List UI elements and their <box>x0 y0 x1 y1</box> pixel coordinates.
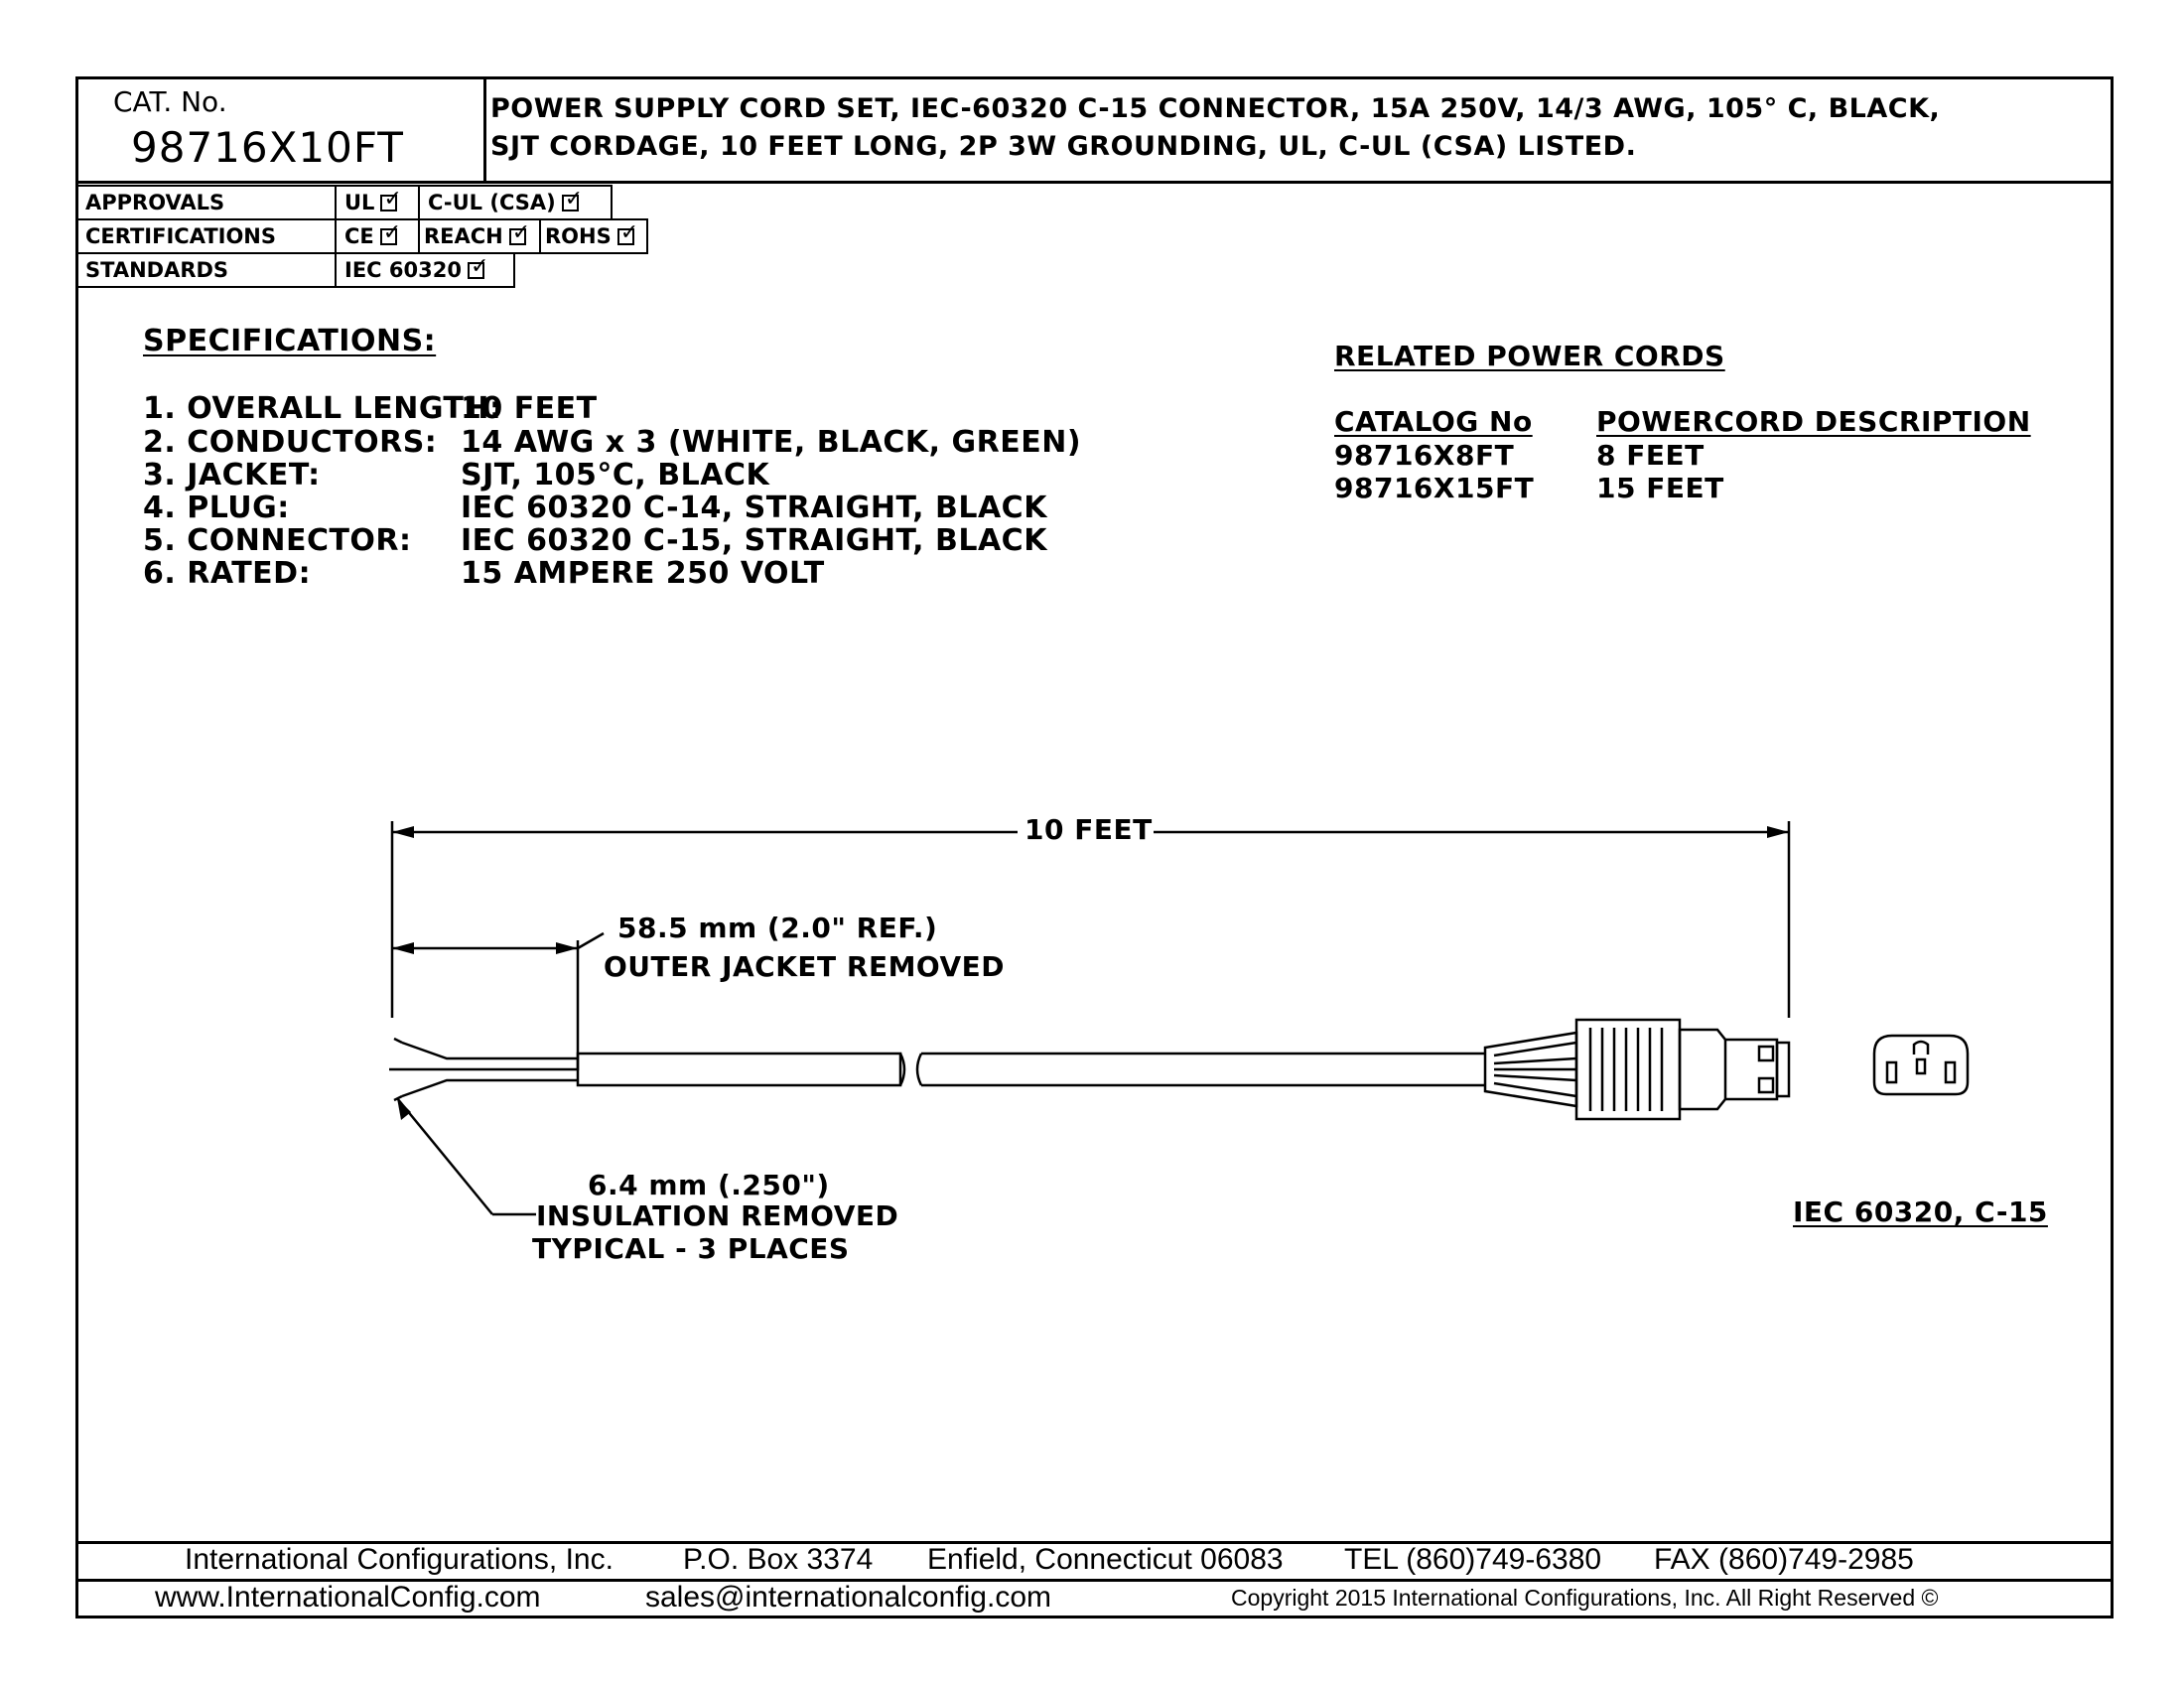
specifications-title: SPECIFICATIONS: <box>143 324 437 358</box>
spec-label: 3. JACKET: <box>143 458 321 492</box>
title-block-separator <box>483 76 486 182</box>
spec-value: 14 AWG x 3 (WHITE, BLACK, GREEN) <box>461 425 1082 460</box>
spec-label: 4. PLUG: <box>143 491 290 525</box>
leader-line-insulation <box>396 1097 493 1215</box>
jacket-removed-dimension: 58.5 mm (2.0" REF.) <box>617 912 938 944</box>
related-col-catalog: CATALOG No <box>1334 405 1533 438</box>
connector-grip <box>1574 1018 1682 1121</box>
cable-break <box>898 1053 906 1086</box>
jacket-removed-note: OUTER JACKET REMOVED <box>604 950 1006 983</box>
description-line-1: POWER SUPPLY CORD SET, IEC-60320 C-15 CO… <box>490 93 1941 124</box>
insulation-removed-dimension: 6.4 mm (.250") <box>588 1169 830 1201</box>
spec-value: IEC 60320 C-14, STRAIGHT, BLACK <box>461 491 1047 525</box>
arrowhead <box>392 826 414 838</box>
cat-label: CAT. No. <box>113 85 227 118</box>
cable-break <box>915 1053 923 1086</box>
arrowhead <box>397 1098 411 1120</box>
description-line-2: SJT CORDAGE, 10 FEET LONG, 2P 3W GROUNDI… <box>490 131 1637 162</box>
related-catalog: 98716X15FT <box>1334 472 1535 504</box>
arrowhead <box>1767 826 1789 838</box>
related-catalog: 98716X8FT <box>1334 439 1515 472</box>
connector-face <box>1775 1041 1791 1098</box>
related-col-description: POWERCORD DESCRIPTION <box>1596 405 2031 438</box>
standard-iec: IEC 60320 <box>335 252 515 288</box>
footer-tel: TEL (860)749-6380 <box>1344 1543 1602 1576</box>
checkbox-checked-icon <box>379 220 401 245</box>
footer-copyright: Copyright 2015 International Configurati… <box>1231 1585 1939 1611</box>
connector-head <box>1678 1028 1779 1111</box>
wire <box>401 1078 578 1098</box>
checkbox-checked-icon <box>467 254 488 279</box>
footer-divider <box>75 1579 2114 1582</box>
spec-label: 5. CONNECTOR: <box>143 523 412 558</box>
insulation-typical-note: TYPICAL - 3 PLACES <box>532 1232 850 1265</box>
connector-type-label: IEC 60320, C-15 <box>1793 1196 2048 1228</box>
checkbox-checked-icon <box>508 220 530 245</box>
approval-ul: UL <box>335 185 420 220</box>
leader-line-jacket <box>577 931 605 950</box>
cat-number: 98716X10FT <box>131 123 404 172</box>
cert-rohs: ROHS <box>539 218 648 254</box>
wire <box>401 1041 578 1060</box>
spec-label: 2. CONDUCTORS: <box>143 425 438 460</box>
checkbox-checked-icon <box>561 187 583 211</box>
drawing-frame <box>75 76 2114 1618</box>
footer-fax: FAX (860)749-2985 <box>1654 1543 1914 1576</box>
arrowhead <box>392 942 414 954</box>
spec-label: 1. OVERALL LENGTH: <box>143 391 502 426</box>
related-cords-title: RELATED POWER CORDS <box>1334 340 1725 372</box>
footer-company: International Configurations, Inc. <box>185 1543 614 1576</box>
checkbox-checked-icon <box>616 220 638 245</box>
spec-label: 6. RATED: <box>143 556 312 591</box>
insulation-removed-note: INSULATION REMOVED <box>536 1199 899 1232</box>
spec-value: 10 FEET <box>461 391 598 426</box>
related-description: 15 FEET <box>1596 472 1724 504</box>
overall-length-label: 10 FEET <box>1024 813 1153 846</box>
related-description: 8 FEET <box>1596 439 1705 472</box>
footer-website-link[interactable]: www.InternationalConfig.com <box>155 1581 541 1614</box>
footer-email-link[interactable]: sales@internationalconfig.com <box>645 1581 1051 1614</box>
arrowhead <box>556 942 578 954</box>
title-block-divider <box>75 181 2114 184</box>
footer-divider <box>75 1541 2114 1544</box>
cable-segment <box>576 1052 902 1087</box>
footer-po-box: P.O. Box 3374 <box>683 1543 874 1576</box>
checkbox-checked-icon <box>380 187 402 211</box>
footer-city: Enfield, Connecticut 06083 <box>927 1543 1284 1576</box>
c15-connector-face-icon <box>1872 1034 1970 1096</box>
spec-value: IEC 60320 C-15, STRAIGHT, BLACK <box>461 523 1047 558</box>
spec-value: 15 AMPERE 250 VOLT <box>461 556 825 591</box>
spec-value: SJT, 105°C, BLACK <box>461 458 770 492</box>
